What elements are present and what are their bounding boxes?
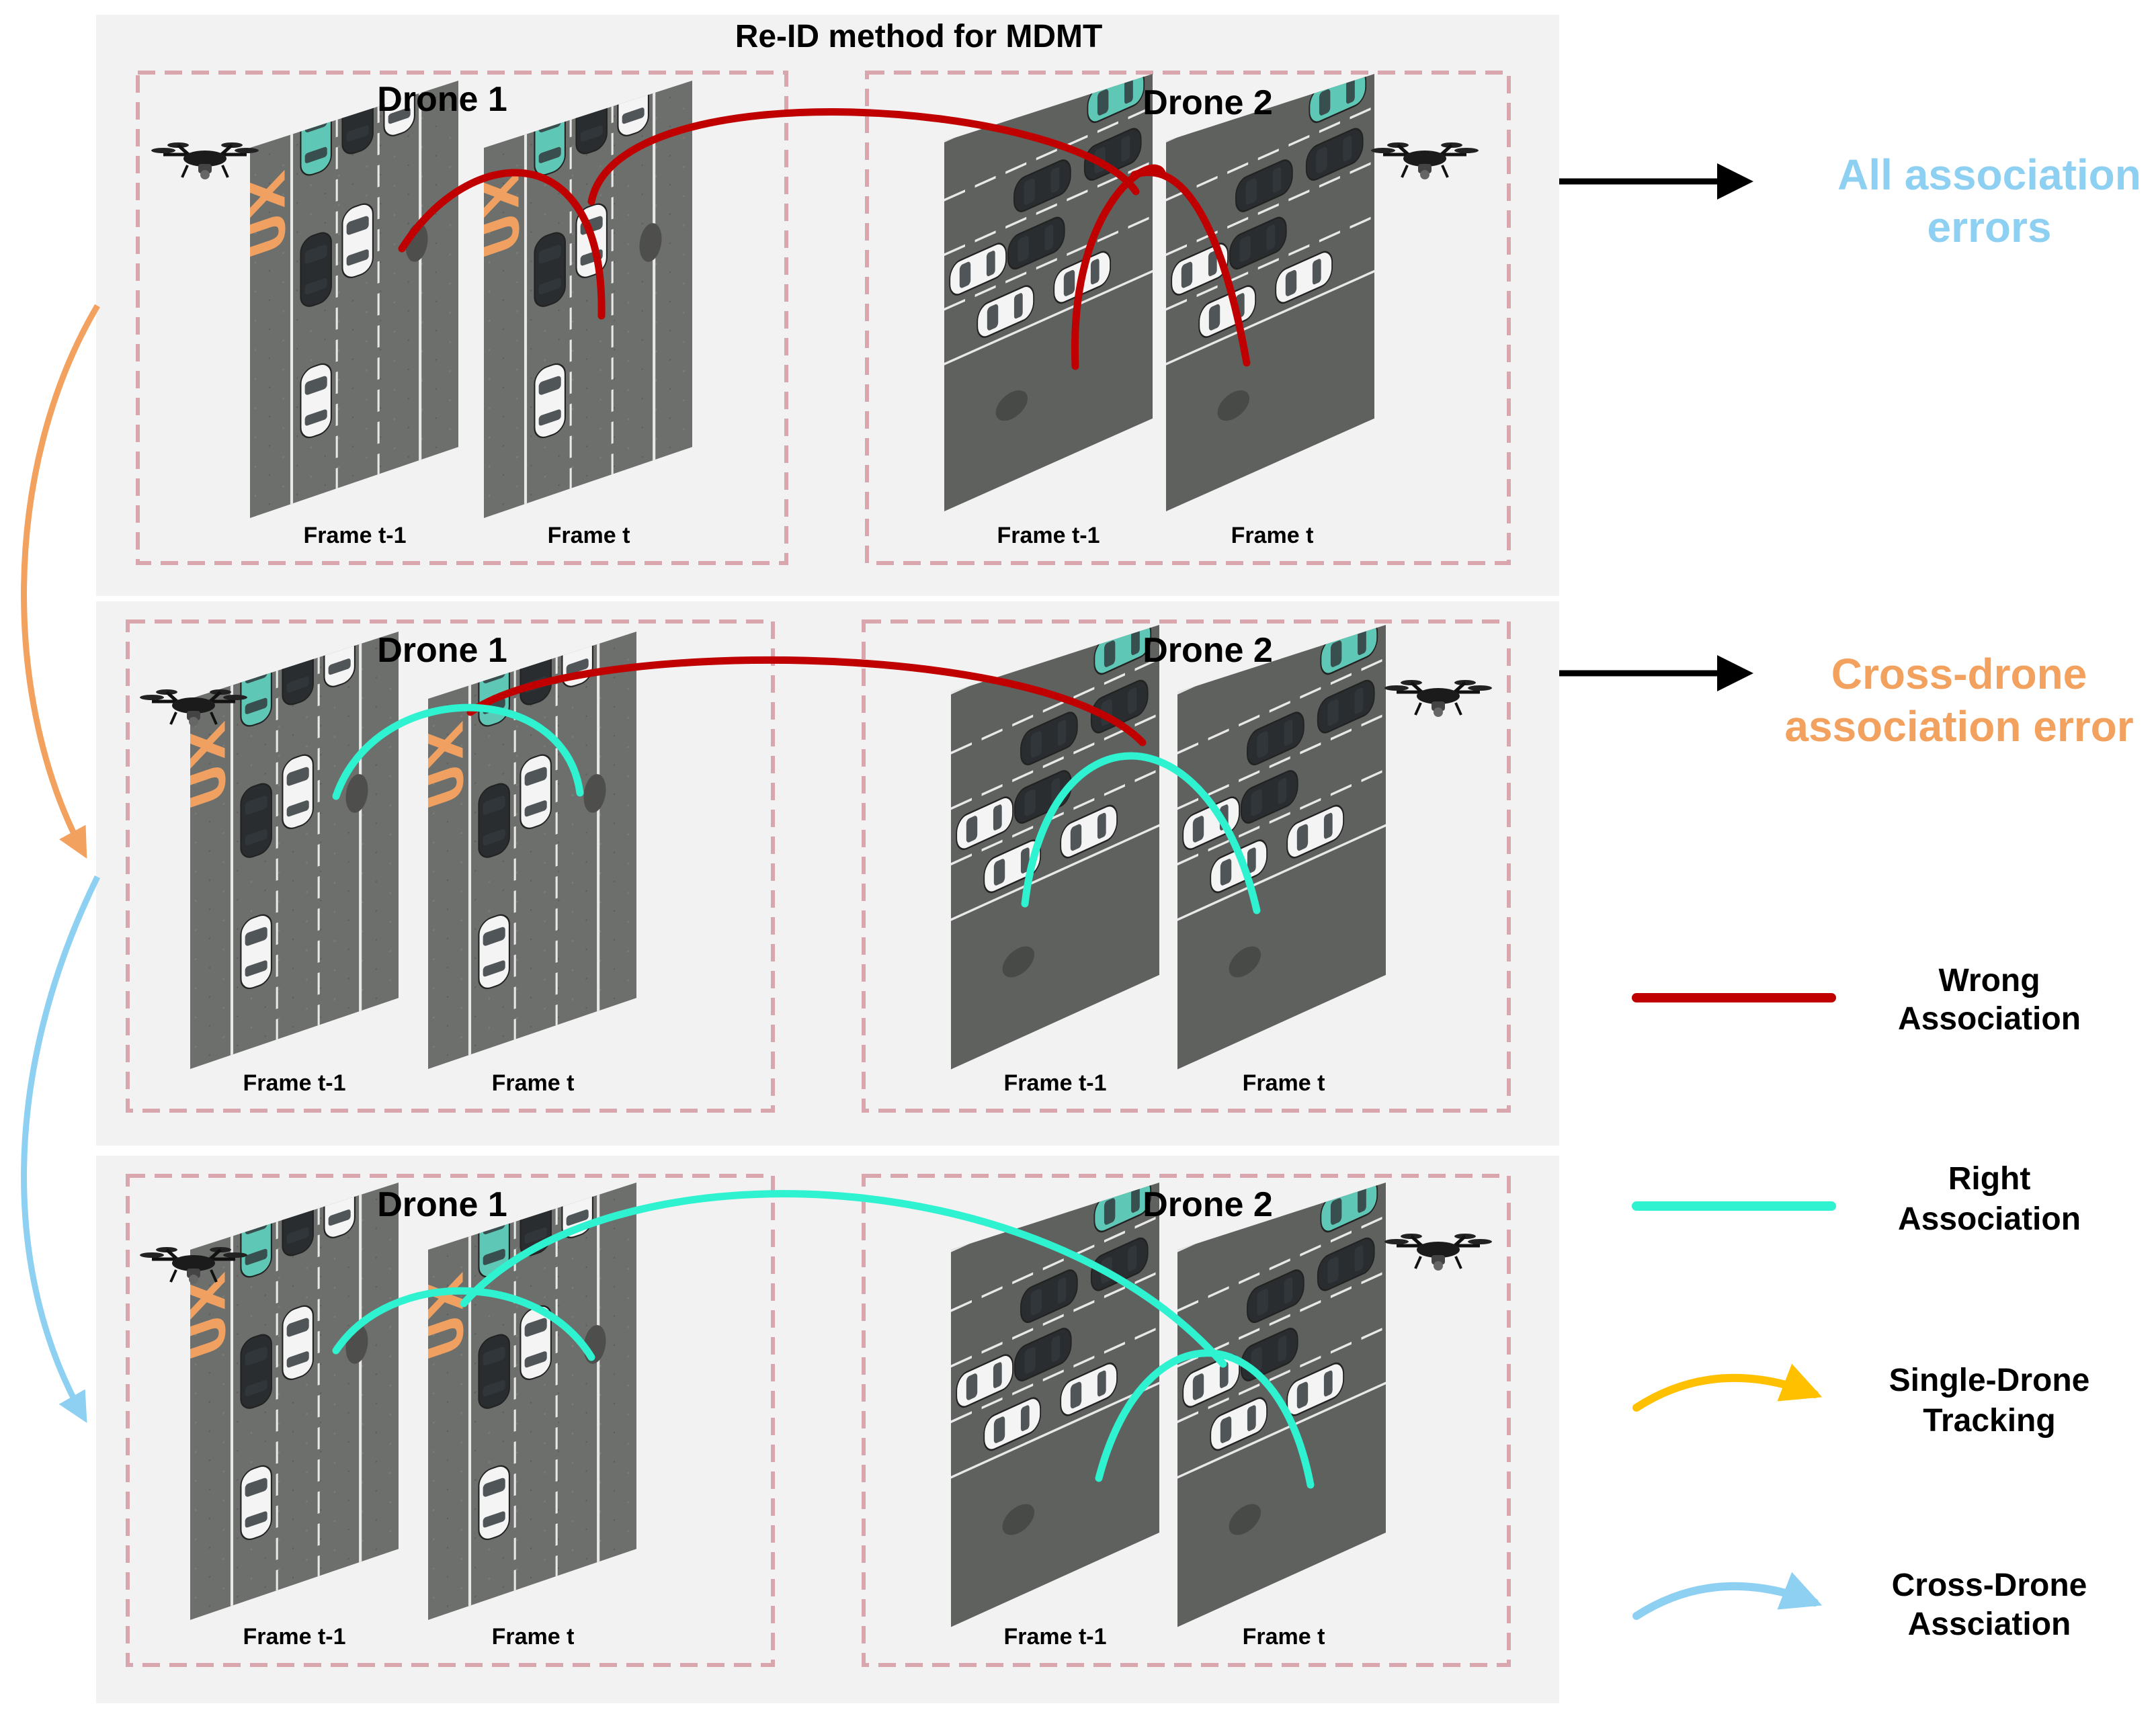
legend: Wrong Association Right Association Sing… <box>1632 963 2090 1642</box>
wrong-association-arc <box>587 108 1140 206</box>
step-arrow-orange <box>21 304 100 859</box>
drone-2-region <box>865 71 1511 565</box>
frame-label: Frame t <box>1243 1070 1325 1096</box>
outcome-label-1-line2: errors <box>1927 203 2052 251</box>
wrong-association-arc <box>1130 169 1251 367</box>
drone-1-region <box>126 1174 775 1667</box>
frame-label: Frame t-1 <box>1003 1624 1106 1650</box>
legend-cross-drone-swatch <box>1632 1572 1823 1620</box>
outcome-label-2-line1: Cross-drone <box>1831 650 2087 698</box>
legend-wrong-line1: Wrong <box>1938 963 2040 998</box>
step-arrow-blue <box>21 875 101 1423</box>
drone-2-region <box>862 619 1511 1113</box>
panel-1: Frame t-1 Frame t Frame t-1 Frame t Drone 1 D… <box>96 15 1559 596</box>
drone-1-label: Drone 1 <box>377 1185 507 1224</box>
outcome-label-2-line2: association error <box>1784 702 2133 751</box>
diagram-title: Re-ID method for MDMT <box>735 19 1103 54</box>
drone-1-label: Drone 1 <box>377 80 507 119</box>
legend-single-drone-line2: Tracking <box>1923 1403 2055 1439</box>
drone-2-label: Drone 2 <box>1143 1185 1273 1224</box>
drone-1-region <box>136 71 788 565</box>
frame-label: Frame t-1 <box>243 1624 345 1650</box>
wrong-association-arc <box>466 656 1147 746</box>
frame-label: Frame t <box>1243 1624 1325 1650</box>
drone-1-region <box>126 619 775 1113</box>
right-association-arc <box>332 703 584 800</box>
frame-label: Frame t <box>492 1624 575 1650</box>
frame-label: Frame t-1 <box>1003 1070 1106 1096</box>
drone-2-label: Drone 2 <box>1143 631 1273 670</box>
drone-2-region <box>862 1174 1511 1667</box>
legend-single-drone-swatch <box>1632 1363 1823 1412</box>
frame-label: Frame t-1 <box>997 523 1100 548</box>
right-association-arc <box>1095 1349 1315 1489</box>
panel-3: Frame t-1 Frame t Frame t-1 Frame t Drone 1 D… <box>96 1156 1559 1703</box>
right-association-arc <box>460 1190 1227 1368</box>
drone-1-label: Drone 1 <box>377 631 507 670</box>
panel-2: Frame t-1 Frame t Frame t-1 Frame t Drone 1 D… <box>96 601 1559 1146</box>
outcome-label-1-line1: All association <box>1837 151 2141 199</box>
legend-cross-drone-line1: Cross-Drone <box>1892 1568 2087 1603</box>
frame-label: Frame t <box>548 523 630 548</box>
legend-single-drone-line1: Single-Drone <box>1889 1363 2090 1398</box>
wrong-association-arc <box>398 169 606 320</box>
frame-label: Frame t <box>1231 523 1314 548</box>
legend-right-line2: Association <box>1898 1201 2081 1237</box>
wrong-association-arc <box>1071 164 1167 370</box>
legend-right-line1: Right <box>1948 1161 2031 1197</box>
legend-cross-drone-line2: Assciation <box>1908 1607 2071 1642</box>
drone-2-label: Drone 2 <box>1143 83 1273 122</box>
right-association-arc <box>1021 752 1261 914</box>
frame-label: Frame t-1 <box>303 523 406 548</box>
right-association-arc <box>332 1287 595 1361</box>
frame-label: Frame t <box>492 1070 575 1096</box>
frame-label: Frame t-1 <box>243 1070 345 1096</box>
legend-wrong-line2: Association <box>1898 1001 2081 1037</box>
